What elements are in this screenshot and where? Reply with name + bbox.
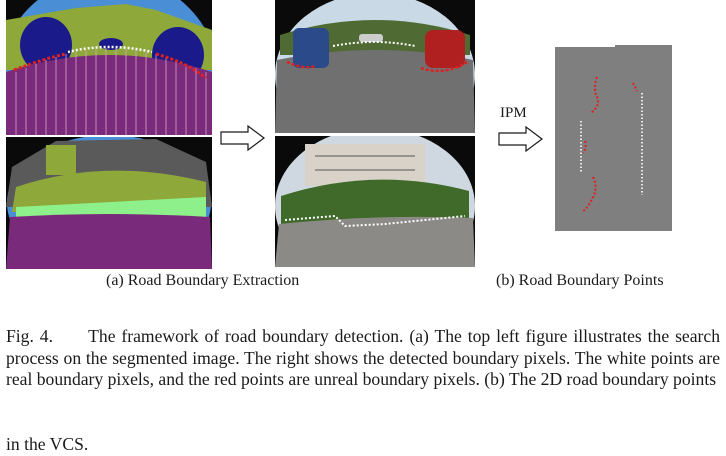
ipm-arrow-icon: [498, 126, 544, 152]
figure-caption-last-line: in the VCS.: [6, 434, 89, 454]
ipm-label: IPM: [500, 105, 527, 121]
fisheye-photo-bottom: [275, 136, 475, 267]
segmented-image-bottom: [6, 137, 212, 269]
subcaption-a: (a) Road Boundary Extraction: [106, 272, 300, 289]
fisheye-photo-top: [275, 0, 475, 133]
right-arrow-icon: [220, 125, 266, 151]
figure-caption: Fig. 4. The framework of road boundary d…: [6, 326, 720, 390]
segmented-image-top: [6, 0, 212, 135]
ipm-boundary-map: [555, 45, 672, 231]
subcaption-b: (b) Road Boundary Points: [496, 272, 664, 289]
